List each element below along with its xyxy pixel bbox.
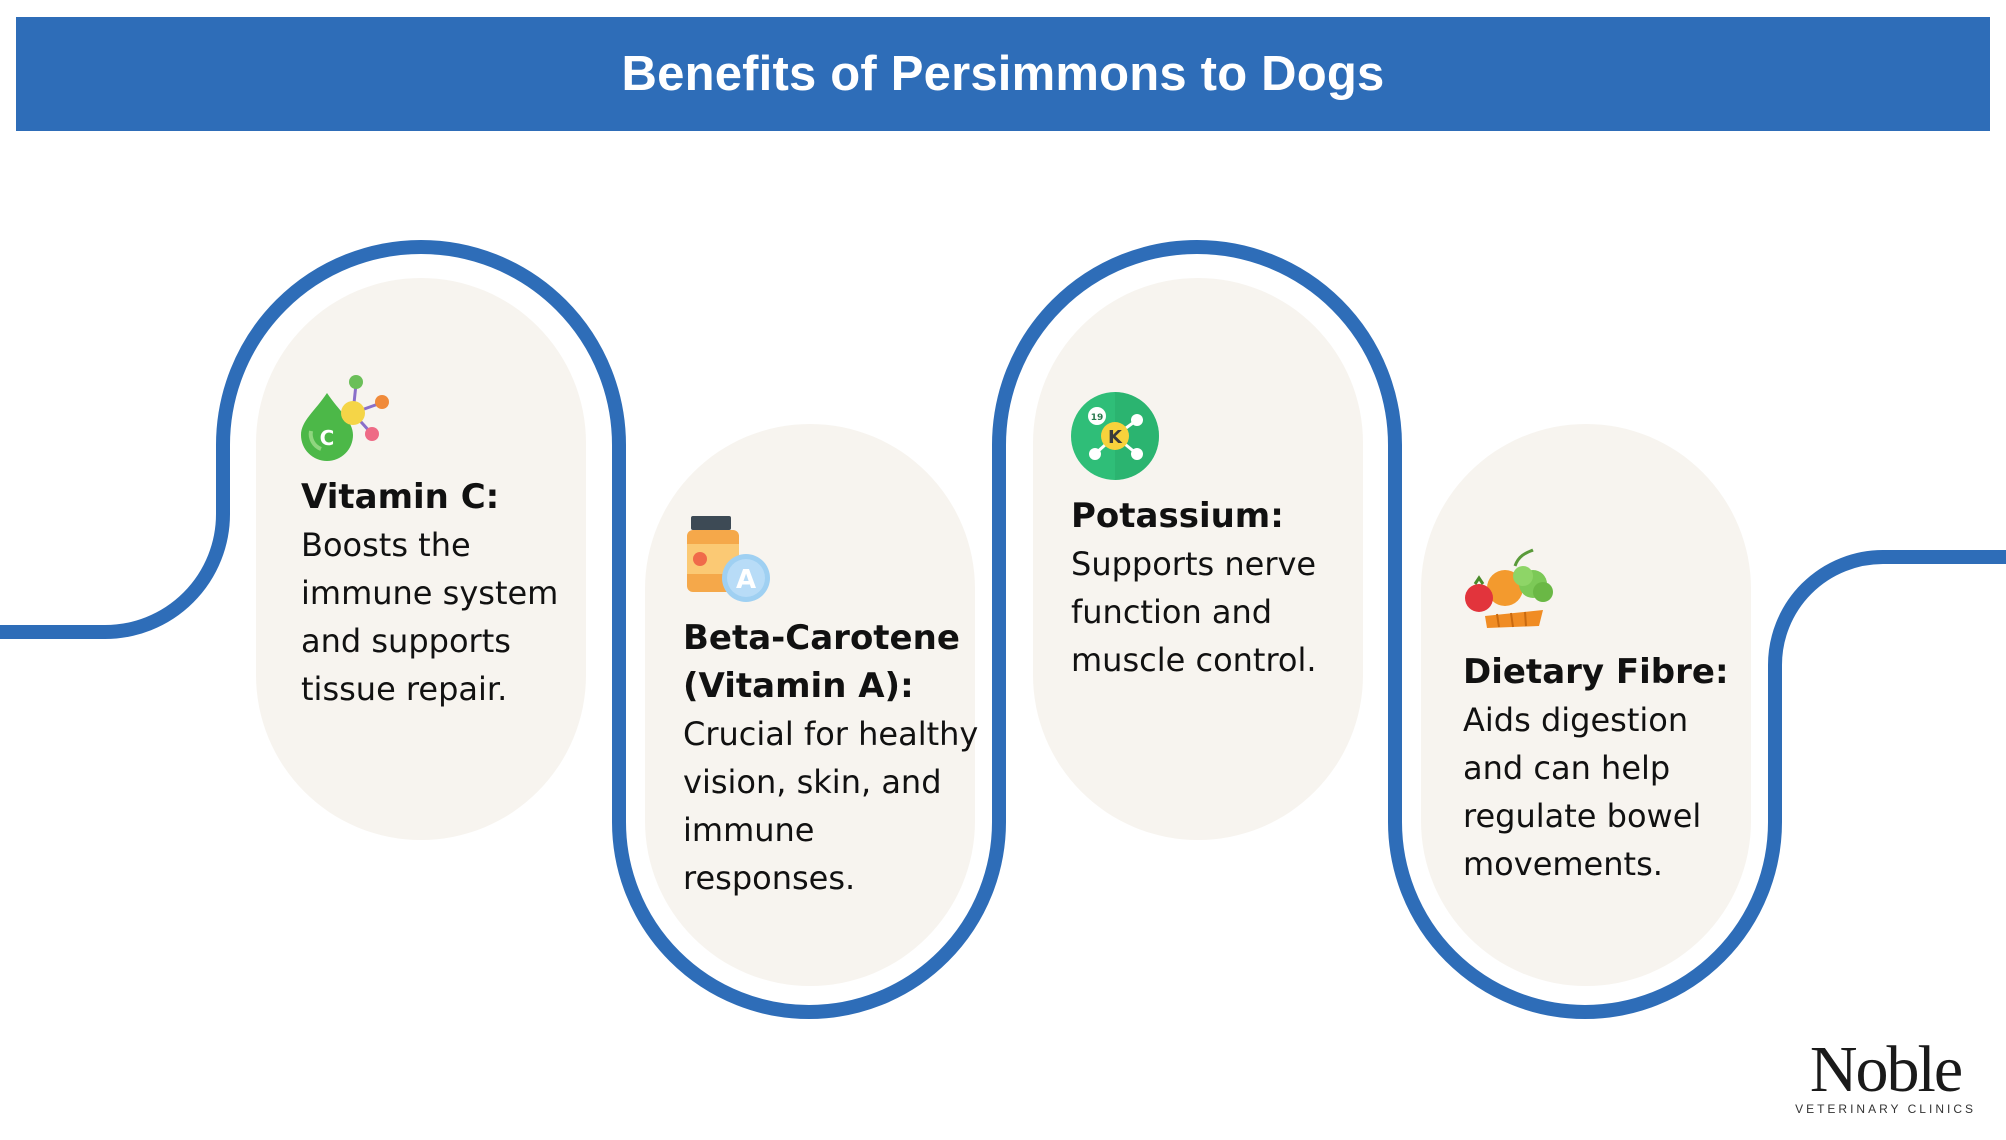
benefit-description-line: Supports nerve [1071, 545, 1317, 583]
benefit-title: Potassium: [1071, 496, 1284, 536]
benefit-description-line: vision, skin, and [683, 763, 942, 801]
svg-text:K: K [1108, 427, 1123, 448]
vitamin-a-bottle-icon: A [687, 516, 770, 602]
benefit-description-line: Boosts the [301, 526, 471, 564]
benefit-card-dietary-fibre: Dietary Fibre: Aids digestion and can he… [1463, 548, 1793, 888]
benefit-description-line: tissue repair. [301, 670, 508, 708]
benefit-description-line: responses. [683, 859, 856, 897]
logo-name: Noble [1809, 1033, 1963, 1106]
benefit-description-line: regulate bowel [1463, 797, 1702, 835]
svg-text:C: C [320, 426, 335, 450]
benefit-title: Dietary Fibre: [1463, 652, 1729, 692]
benefit-description-line: immune [683, 811, 815, 849]
vitamin-c-molecule-icon: C [301, 375, 389, 461]
benefit-description-line: and can help [1463, 749, 1671, 787]
page-title: Benefits of Persimmons to Dogs [621, 47, 1385, 101]
wave-line [0, 240, 2006, 1019]
benefit-description-line: immune system [301, 574, 559, 612]
title-banner: Benefits of Persimmons to Dogs [16, 17, 1990, 131]
vegetables-icon [1465, 548, 1553, 628]
svg-text:19: 19 [1091, 413, 1104, 423]
benefit-description-line: movements. [1463, 845, 1663, 883]
logo-subtitle: VETERINARY CLINICS [1795, 1102, 1976, 1116]
benefit-description-line: function and [1071, 593, 1273, 631]
potassium-element-icon: 19 K [1071, 392, 1159, 480]
benefit-description-line: muscle control. [1071, 641, 1317, 679]
benefit-title: Beta-Carotene [683, 618, 960, 658]
benefit-card-potassium: 19 K Potassium: Supports nerve function … [1071, 392, 1401, 684]
card-4-background [1421, 424, 1751, 986]
benefit-card-beta-carotene: A Beta-Carotene (Vitamin A): Crucial for… [683, 514, 1013, 902]
benefit-title: (Vitamin A): [683, 666, 914, 706]
noble-logo: Noble VETERINARY CLINICS [1795, 1033, 1976, 1117]
benefit-description-line: Aids digestion [1463, 701, 1689, 739]
svg-text:A: A [736, 565, 756, 595]
benefit-description-line: and supports [301, 622, 511, 660]
benefit-description-line: Crucial for healthy [683, 715, 979, 753]
benefit-card-vitamin-c: C Vitamin C: Boosts the immune system an… [301, 373, 631, 713]
benefit-title: Vitamin C: [301, 477, 500, 517]
